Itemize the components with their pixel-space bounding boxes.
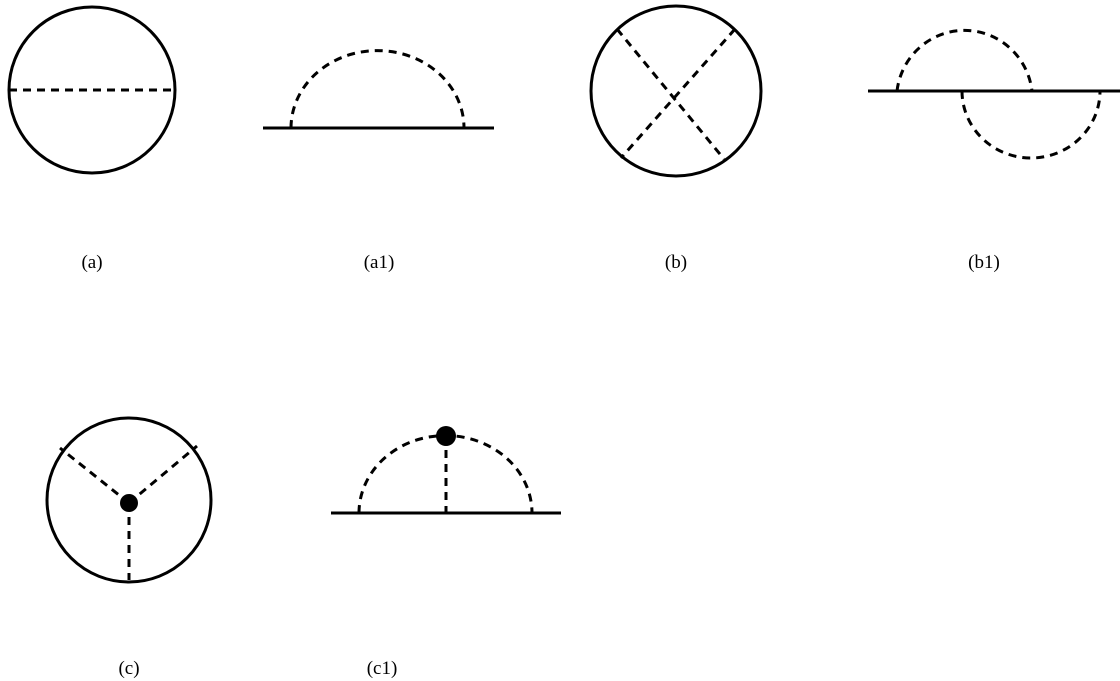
label-a: (a) xyxy=(81,252,103,273)
diagram-c1-vertex-dot xyxy=(436,426,456,446)
diagram-b1-dashed-arc-lower xyxy=(960,90,1102,160)
diagram-b1-dashed-arc-upper xyxy=(895,28,1034,92)
label-a1: (a1) xyxy=(363,252,395,273)
label-b1: (b1) xyxy=(968,252,1000,273)
diagram-c-dashed-line-left xyxy=(59,446,130,505)
diagram-b xyxy=(589,4,763,178)
diagram-b-dashed-diagonal-1 xyxy=(615,28,726,160)
diagram-b-dashed-diagonal-2 xyxy=(619,28,737,159)
diagram-c-dashed-line-right xyxy=(128,444,198,505)
label-c1: (c1) xyxy=(366,658,398,679)
diagram-a1-dashed-arc xyxy=(289,49,466,129)
diagram-a1 xyxy=(263,49,494,130)
label-c: (c) xyxy=(118,658,140,679)
diagram-c xyxy=(45,416,213,584)
diagram-c-loop xyxy=(45,416,213,584)
diagram-c-vertex-dot xyxy=(120,494,138,512)
diagram-c1 xyxy=(331,426,561,515)
diagram-c1-dashed-arc xyxy=(357,434,534,514)
diagram-b-loop xyxy=(589,4,763,178)
diagram-b1 xyxy=(868,28,1120,160)
label-b: (b) xyxy=(664,252,688,273)
diagram-a xyxy=(7,5,177,175)
